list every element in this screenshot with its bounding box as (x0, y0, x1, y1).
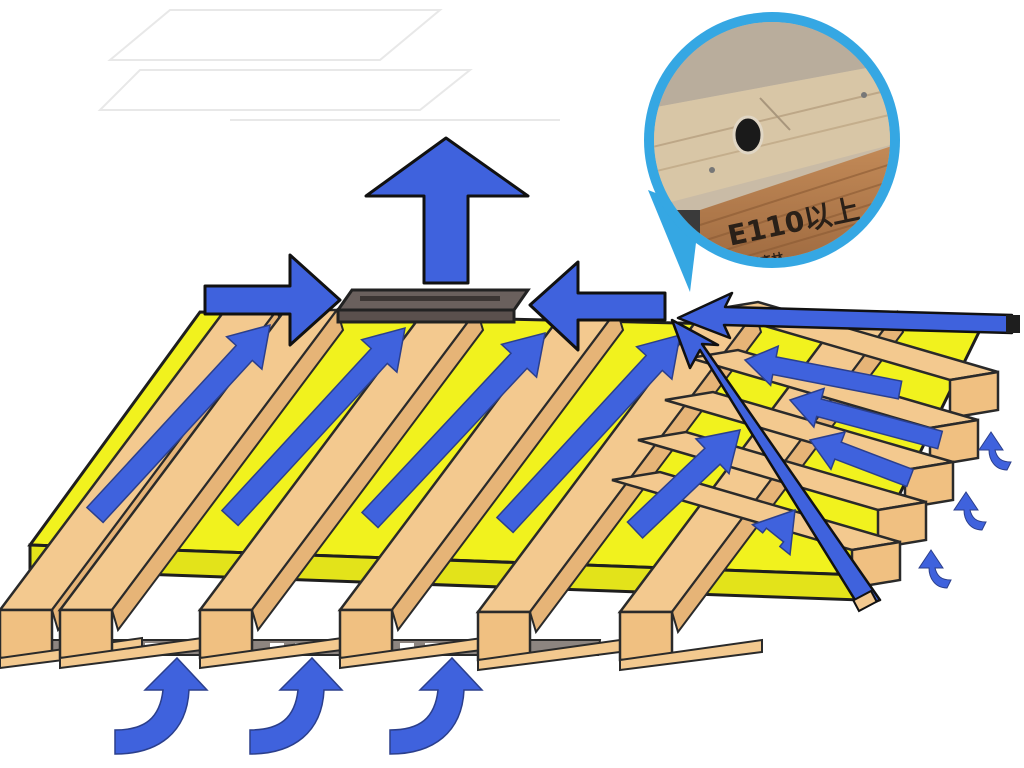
bay-arrow-icon (750, 508, 796, 557)
side-intake-arrows (918, 431, 1012, 589)
small-curved-arrow-icon (953, 491, 987, 531)
rafter (475, 309, 763, 672)
curved-intake-arrow-icon (249, 656, 344, 755)
left-arrow-icon (528, 260, 667, 352)
small-curved-arrow-icon (918, 549, 952, 589)
curved-intake-arrow-icon (389, 656, 484, 755)
hip-bay-arrow-icon (808, 430, 915, 488)
hip-diagonal-arrow-icon (670, 318, 882, 613)
photo-callout: E110以上 中国森林 (644, 12, 900, 292)
bay-arrow-icon (626, 429, 742, 540)
rafter (57, 307, 345, 670)
curved-intake-arrow-icon (114, 656, 209, 755)
bay-arrow-icon (360, 331, 546, 529)
hip-ridge-arrow-icon (676, 291, 1020, 340)
callout-beam-light (654, 60, 890, 210)
bay-airflow-arrows (85, 323, 944, 557)
right-arrow-icon (203, 253, 342, 347)
intake-arrows (114, 656, 484, 755)
ridge-vent (335, 288, 531, 324)
vent-hole (732, 115, 764, 155)
rafter (197, 307, 485, 670)
up-arrow-icon (364, 136, 530, 285)
hip-bay-arrow-icon (788, 387, 944, 450)
bay-arrow-icon (495, 333, 681, 534)
bay-arrow-icon (85, 323, 271, 524)
hip-bay-arrow-icon (743, 344, 903, 400)
rafter (337, 307, 625, 670)
background-sketch (97, 9, 560, 121)
small-curved-arrow-icon (978, 431, 1012, 471)
bay-arrow-icon (220, 326, 406, 527)
